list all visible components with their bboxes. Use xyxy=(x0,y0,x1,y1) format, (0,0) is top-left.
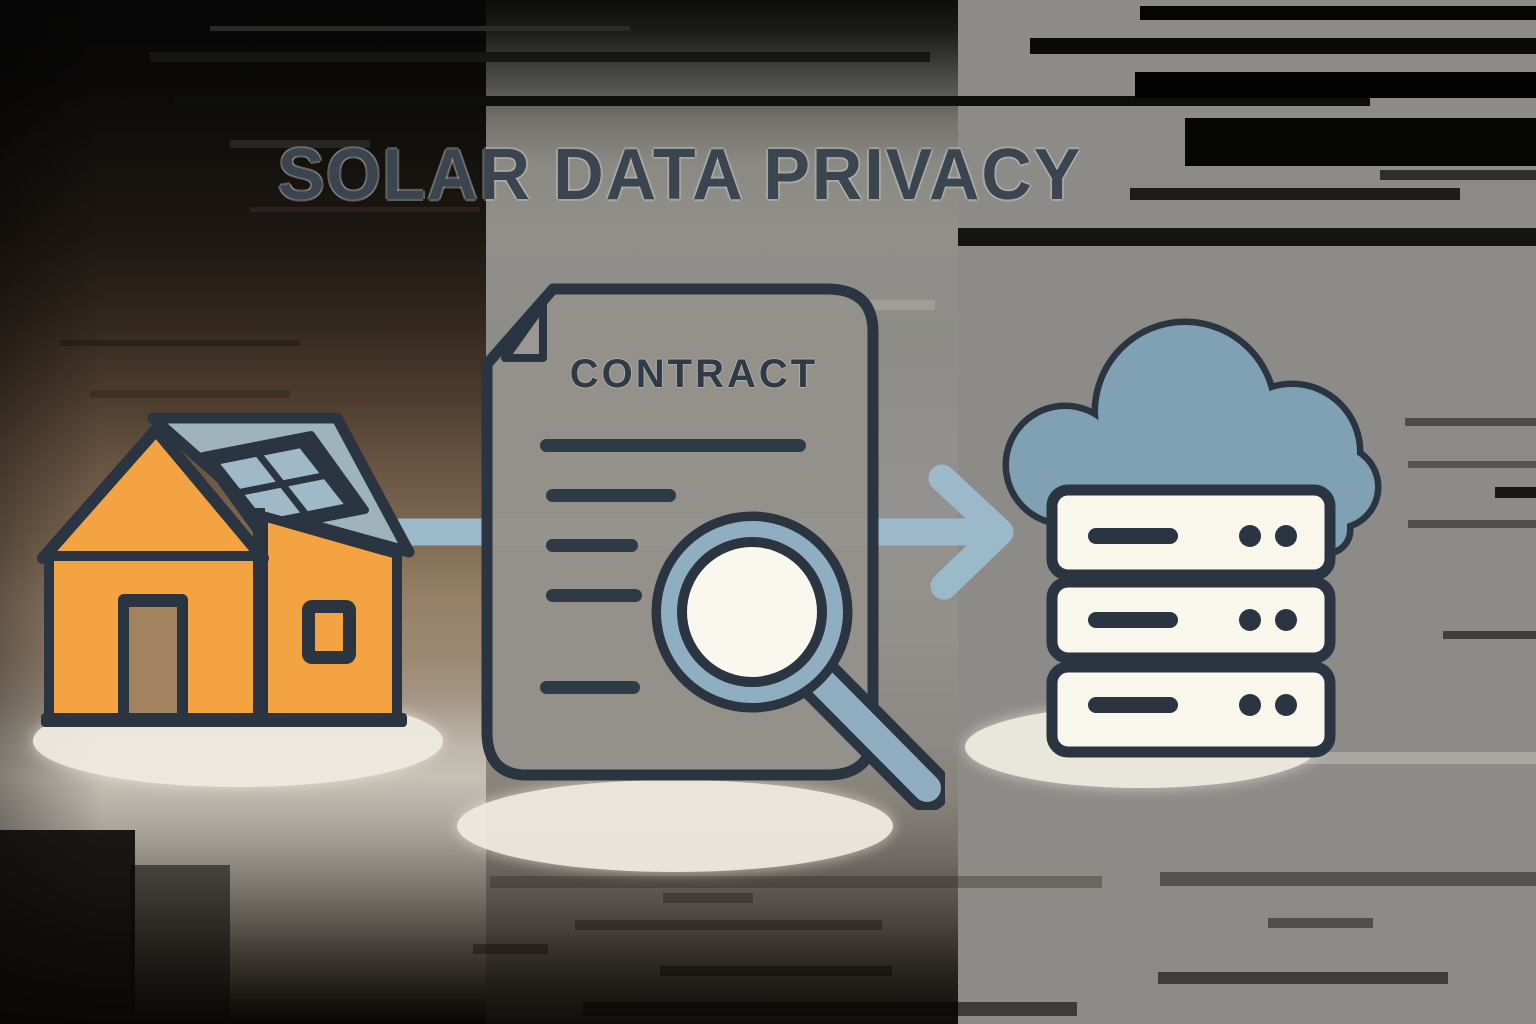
glitch-bar xyxy=(575,920,882,930)
server-led xyxy=(1239,525,1261,547)
contract-document-icon xyxy=(481,283,945,810)
server-row xyxy=(1046,484,1336,581)
glitch-bar xyxy=(1268,918,1373,928)
glitch-bar xyxy=(1135,72,1536,98)
house-icon xyxy=(37,412,415,727)
contract-shadow xyxy=(457,780,893,872)
house-base xyxy=(41,713,407,727)
glitch-bar xyxy=(1405,418,1536,426)
glitch-bar xyxy=(958,228,1536,246)
server-rack-icon xyxy=(1046,484,1336,758)
glitch-bar xyxy=(250,207,480,212)
magnifier-icon xyxy=(651,511,945,810)
server-led xyxy=(1239,694,1261,716)
glitch-bar xyxy=(1140,6,1536,20)
glitch-bar xyxy=(150,52,930,62)
server-led xyxy=(1239,609,1261,631)
folded-corner xyxy=(501,301,547,362)
server-row xyxy=(1046,661,1336,758)
server-led xyxy=(1275,609,1297,631)
glitch-bar xyxy=(1380,170,1536,180)
glitch-bar xyxy=(0,830,135,1024)
window-icon xyxy=(302,600,356,664)
page-title: SOLAR DATA PRIVACY xyxy=(277,135,1083,215)
glitch-bar xyxy=(490,876,1102,888)
server-slot xyxy=(1088,612,1178,628)
glitch-bar xyxy=(1185,118,1536,166)
door-icon xyxy=(118,594,188,718)
glitch-bar xyxy=(90,390,290,398)
server-row xyxy=(1046,576,1336,664)
wall-divider xyxy=(253,508,265,722)
glitch-bar xyxy=(1408,461,1536,468)
glitch-bar xyxy=(1158,972,1448,984)
glitch-bar xyxy=(130,865,230,1024)
text-lines xyxy=(540,439,806,694)
glitch-bar xyxy=(1495,487,1536,498)
glitch-bar xyxy=(60,340,300,346)
glitch-bar xyxy=(660,966,892,976)
cloud-server-icon xyxy=(1002,318,1382,758)
server-slot xyxy=(1088,697,1178,713)
glitch-bar xyxy=(1408,520,1536,528)
glitch-bar xyxy=(473,944,548,954)
solar-panel-icon xyxy=(199,431,369,535)
server-led xyxy=(1275,525,1297,547)
server-led xyxy=(1275,694,1297,716)
contract-label: CONTRACT xyxy=(569,352,819,396)
glitch-bar xyxy=(663,893,753,903)
server-slot xyxy=(1088,528,1178,544)
glitch-bar xyxy=(1285,752,1536,764)
glitch-bar xyxy=(1443,631,1536,639)
glitch-bar xyxy=(1160,872,1536,886)
glitch-bar xyxy=(583,1002,1077,1016)
glitch-bar xyxy=(175,96,1370,106)
glitch-bar xyxy=(210,26,630,31)
glitch-bar xyxy=(1130,188,1460,200)
glitch-bar xyxy=(1030,38,1536,54)
glitch-bar xyxy=(230,140,370,148)
